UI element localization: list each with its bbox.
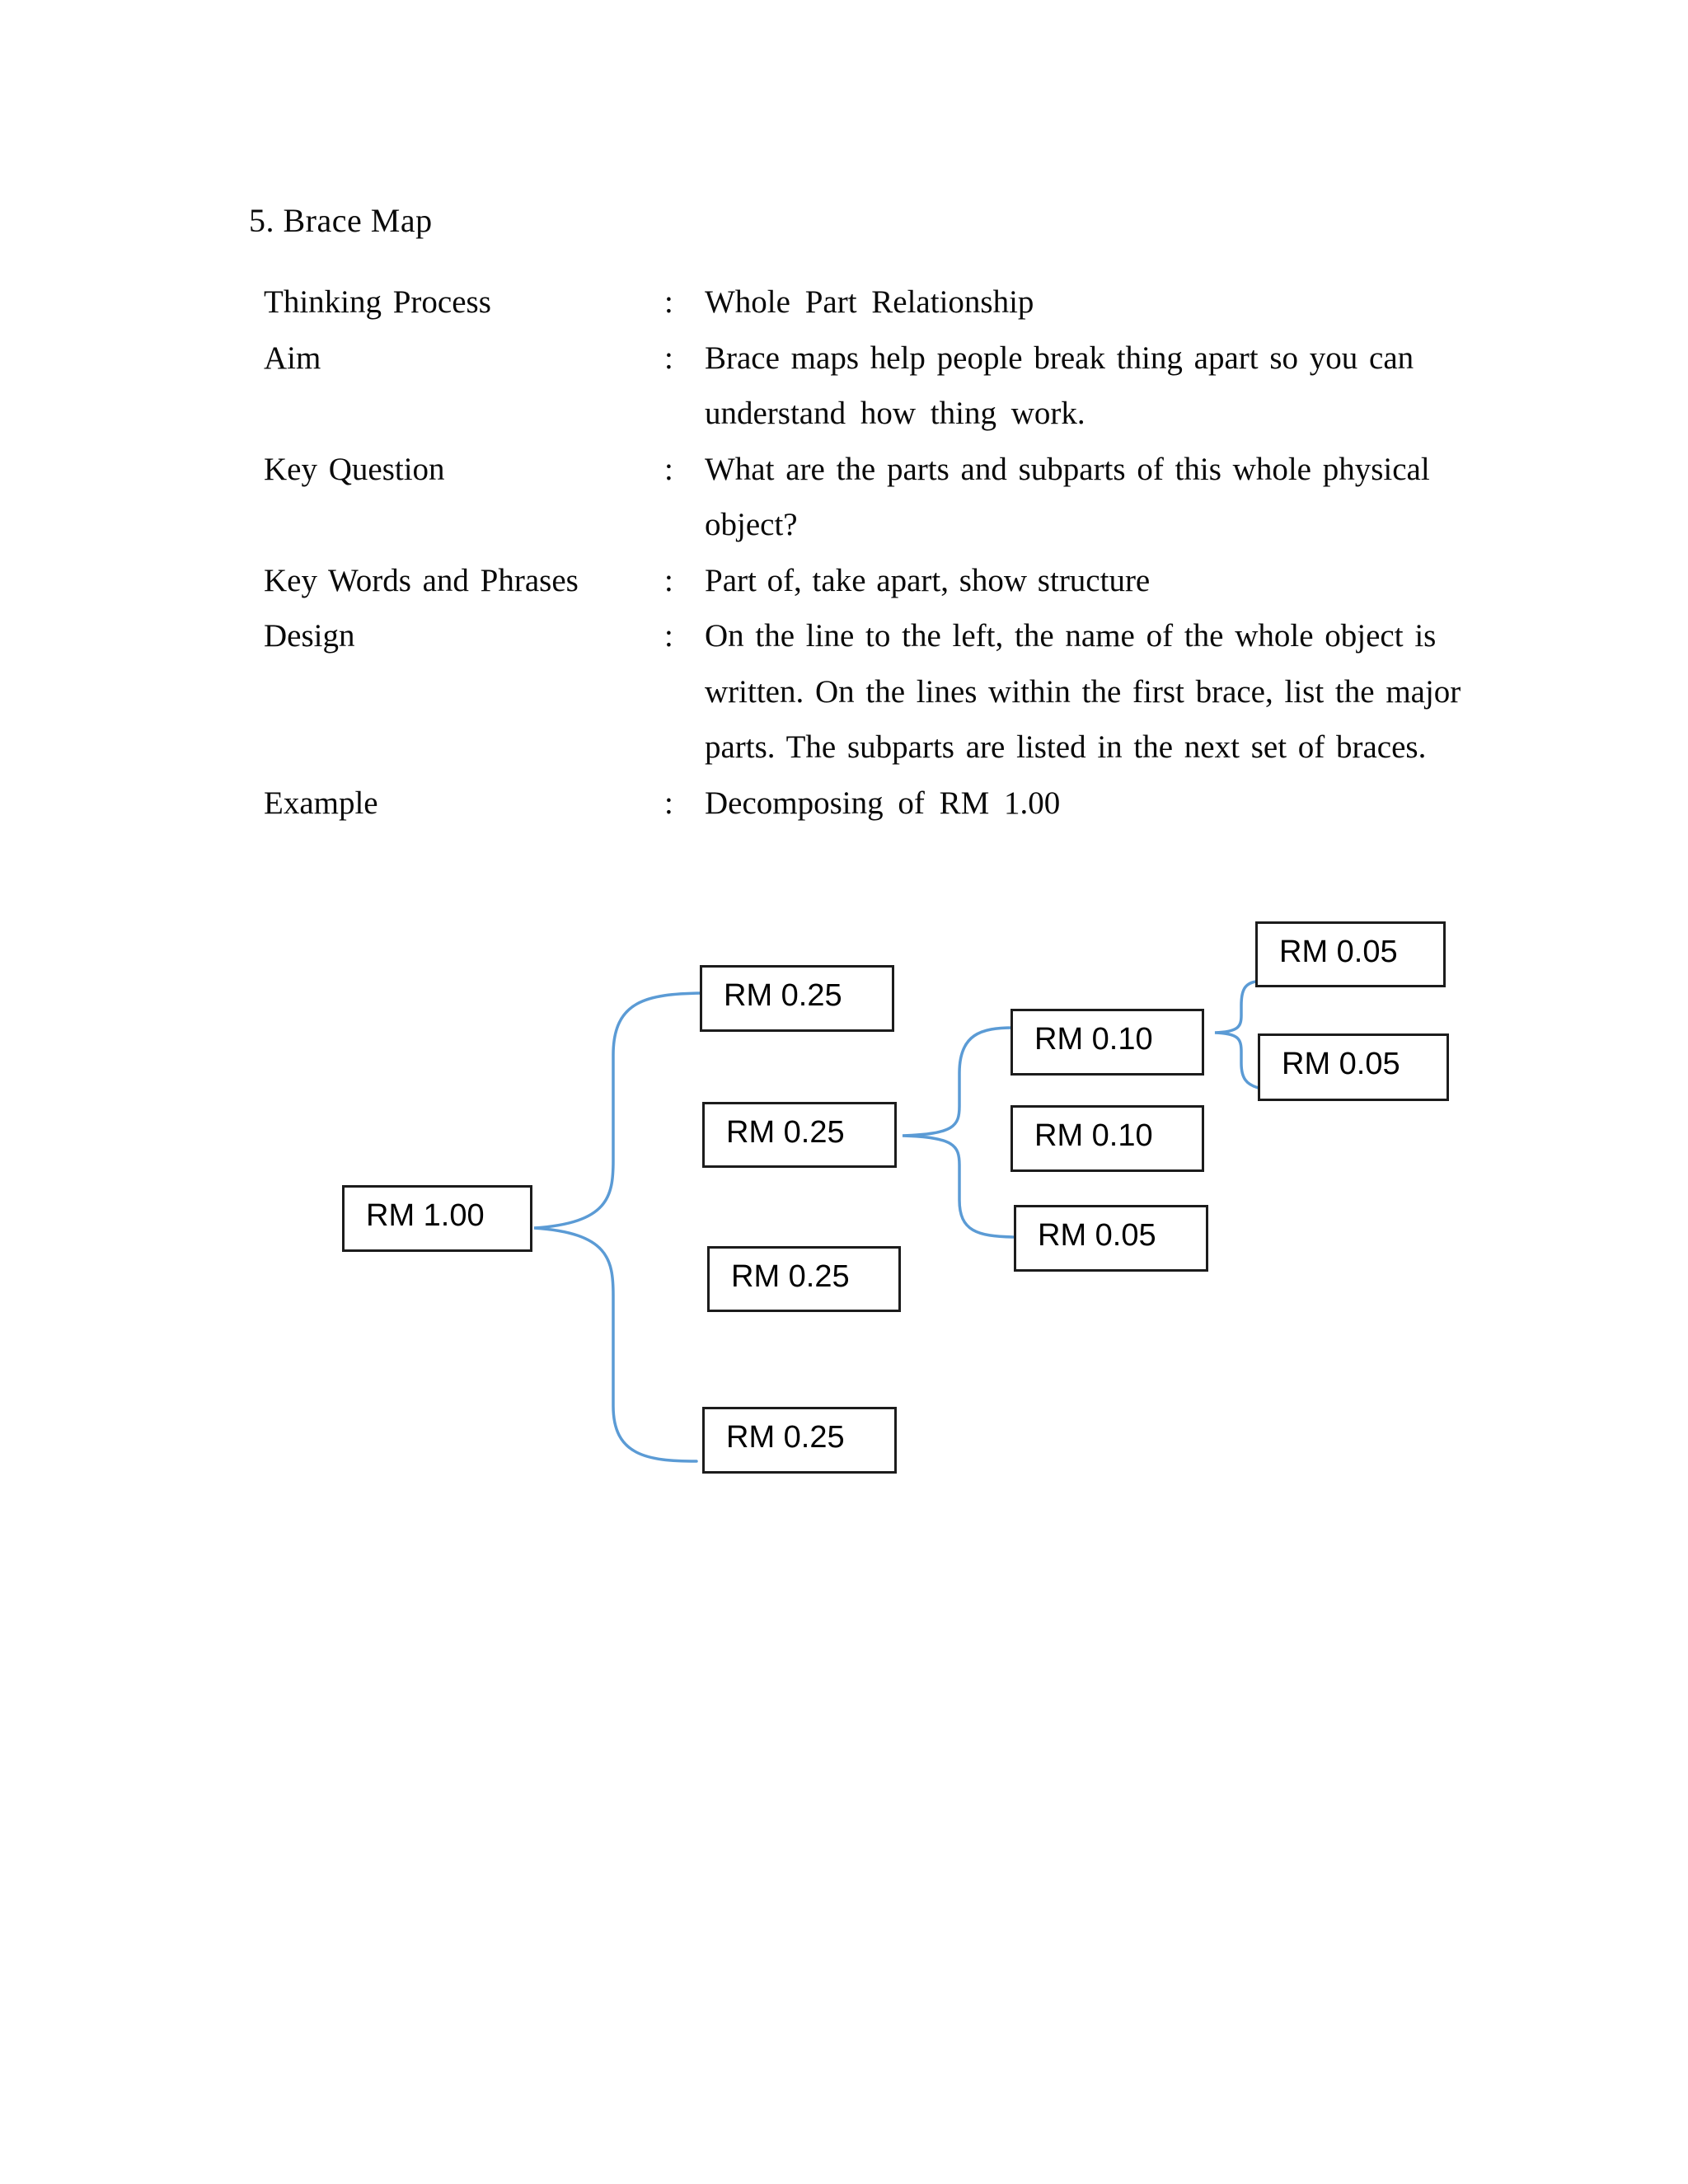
def-value: Whole Part Relationship <box>705 284 1034 320</box>
diagram-box-whole: RM 1.00 <box>342 1185 532 1252</box>
def-colon: : <box>664 563 673 598</box>
diagram-box-quarter-2: RM 0.25 <box>702 1102 897 1168</box>
diagram-box-quarter-1: RM 0.25 <box>700 965 894 1032</box>
main-brace-path <box>533 991 703 1463</box>
def-label: Key Question <box>264 452 445 487</box>
def-value: Part of, take apart, show structure <box>705 563 1151 598</box>
diagram-box-nickel-right-2: RM 0.05 <box>1258 1033 1449 1101</box>
diagram-box-dime-2: RM 0.10 <box>1010 1105 1204 1172</box>
def-line: Example : Decomposing of RM 1.00 <box>0 785 1688 827</box>
def-colon: : <box>664 452 673 487</box>
diagram-box-quarter-3: RM 0.25 <box>707 1246 901 1312</box>
def-colon: : <box>664 618 673 654</box>
def-value: What are the parts and subparts of this … <box>705 452 1430 487</box>
def-label: Key Words and Phrases <box>264 563 579 598</box>
def-line: Key Question : What are the parts and su… <box>0 451 1688 494</box>
def-value: parts. The subparts are listed in the ne… <box>705 729 1427 765</box>
def-value: Brace maps help people break thing apart… <box>705 340 1414 376</box>
def-colon: : <box>664 785 673 821</box>
def-line: object? <box>0 506 1688 549</box>
def-line: written. On the lines within the first b… <box>0 673 1688 716</box>
def-colon: : <box>664 284 673 320</box>
def-colon: : <box>664 340 673 376</box>
sub-brace-path <box>902 1026 1015 1239</box>
def-line: Thinking Process : Whole Part Relationsh… <box>0 284 1688 326</box>
def-line: Design : On the line to the left, the na… <box>0 617 1688 660</box>
def-value: On the line to the left, the name of the… <box>705 618 1437 654</box>
def-line: parts. The subparts are listed in the ne… <box>0 729 1688 771</box>
def-line: Aim : Brace maps help people break thing… <box>0 340 1688 382</box>
page-title: 5. Brace Map <box>249 202 433 239</box>
diagram-box-nickel-sub: RM 0.05 <box>1014 1205 1208 1272</box>
def-label: Thinking Process <box>264 284 491 320</box>
def-value: understand how thing work. <box>705 396 1085 431</box>
def-label: Example <box>264 785 378 821</box>
def-line: Key Words and Phrases : Part of, take ap… <box>0 562 1688 605</box>
diagram-box-nickel-right-1: RM 0.05 <box>1255 921 1446 987</box>
def-value: object? <box>705 507 798 542</box>
def-value: written. On the lines within the first b… <box>705 674 1461 710</box>
diagram-box-quarter-4: RM 0.25 <box>702 1407 897 1474</box>
def-label: Design <box>264 618 355 654</box>
def-line: understand how thing work. <box>0 395 1688 438</box>
def-value: Decomposing of RM 1.00 <box>705 785 1061 821</box>
sub-sub-brace-path <box>1214 980 1260 1090</box>
diagram-box-dime-1: RM 0.10 <box>1010 1009 1204 1076</box>
def-label: Aim <box>264 340 321 376</box>
